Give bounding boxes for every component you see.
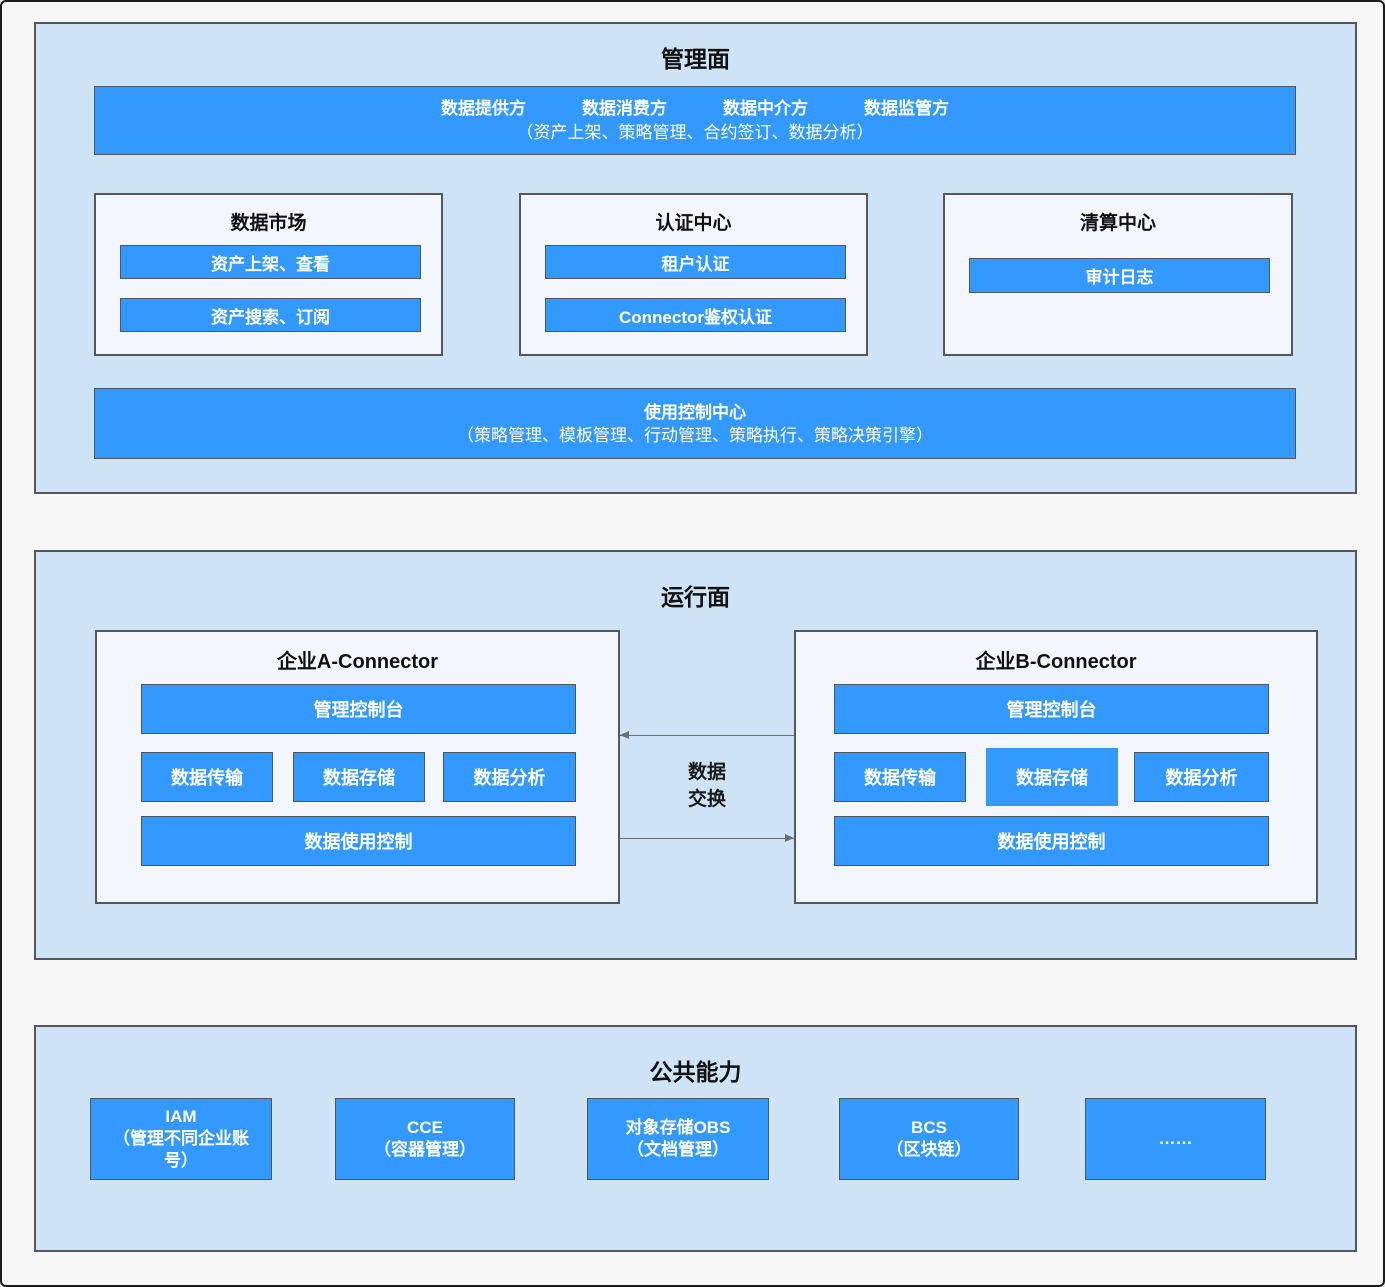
service-bcs-desc: （区块链）: [886, 1140, 972, 1159]
usage-control-center-title: 使用控制中心: [644, 402, 746, 422]
common-capabilities-title: 公共能力: [649, 1059, 742, 1085]
management-plane-title: 管理面: [661, 46, 730, 72]
connector-b-data-transfer-block: 数据传输: [834, 752, 966, 802]
connector-a-box: 企业A-Connector 管理控制台 数据传输 数据存储 数据分析 数据使用控…: [95, 630, 620, 904]
section-runtime-plane: 运行面 企业A-Connector 管理控制台 数据传输 数据存储 数据分析 数…: [34, 550, 1357, 960]
service-obs-block: 对象存储OBS （文档管理）: [587, 1098, 769, 1180]
auth-center-box: 认证中心 租户认证 Connector鉴权认证: [519, 193, 868, 356]
role-data-provider: 数据提供方: [441, 99, 526, 118]
connector-a-console-block: 管理控制台: [141, 684, 576, 734]
asset-search-subscribe-block: 资产搜索、订阅: [120, 298, 421, 332]
connector-b-data-storage-block: 数据存储: [986, 748, 1118, 806]
data-market-title: 数据市场: [230, 213, 307, 234]
section-management-plane: 管理面 数据提供方 数据消费方 数据中介方 数据监管方 （资产上架、策略管理、合…: [34, 22, 1357, 494]
usage-control-center-bar: 使用控制中心 （策略管理、模板管理、行动管理、策略执行、策略决策引擎）: [94, 388, 1296, 459]
connector-b-console-block: 管理控制台: [834, 684, 1269, 734]
connector-b-title: 企业B-Connector: [975, 651, 1137, 673]
clearing-center-title: 清算中心: [1079, 213, 1156, 234]
service-bcs-name: BCS: [911, 1118, 947, 1137]
service-obs-name: 对象存储OBS: [625, 1118, 731, 1137]
section-common-capabilities: 公共能力 IAM （管理不同企业账号） CCE （容器管理） 对象存储OBS （…: [34, 1025, 1357, 1252]
service-bcs-block: BCS （区块链）: [839, 1098, 1019, 1180]
connector-a-data-storage-block: 数据存储: [293, 752, 425, 802]
connector-b-usage-control-block: 数据使用控制: [834, 816, 1269, 866]
roles-row: 数据提供方 数据消费方 数据中介方 数据监管方: [441, 97, 949, 121]
role-data-regulator: 数据监管方: [864, 99, 949, 118]
data-market-box: 数据市场 资产上架、查看 资产搜索、订阅: [94, 193, 443, 356]
connector-a-title: 企业A-Connector: [276, 651, 439, 673]
service-cce-block: CCE （容器管理）: [335, 1098, 515, 1180]
usage-control-center-subtitle: （策略管理、模板管理、行动管理、策略执行、策略决策引擎）: [457, 425, 933, 445]
connector-auth-block: Connector鉴权认证: [545, 298, 846, 332]
connector-b-box: 企业B-Connector 管理控制台 数据传输 数据存储 数据分析 数据使用控…: [794, 630, 1318, 904]
service-iam-name: IAM: [165, 1107, 197, 1126]
service-more-block: ……: [1085, 1098, 1266, 1180]
auth-center-title: 认证中心: [655, 213, 732, 234]
service-iam-block: IAM （管理不同企业账号）: [90, 1098, 272, 1180]
clearing-center-box: 清算中心 审计日志: [943, 193, 1293, 356]
asset-listing-view-block: 资产上架、查看: [120, 245, 421, 279]
role-data-consumer: 数据消费方: [582, 99, 667, 118]
roles-bar-subtitle: （资产上架、策略管理、合约签订、数据分析）: [516, 123, 874, 142]
data-exchange-label-line1: 数据: [687, 762, 726, 783]
service-obs-desc: （文档管理）: [627, 1140, 729, 1159]
data-exchange-arrow-to-a: [620, 731, 794, 739]
data-exchange-arrow-to-b: [620, 834, 794, 842]
connector-a-usage-control-block: 数据使用控制: [141, 816, 576, 866]
tenant-auth-block: 租户认证: [545, 245, 846, 279]
service-more-name: ……: [1158, 1129, 1193, 1148]
service-iam-desc: （管理不同企业账号）: [113, 1129, 249, 1170]
roles-bar: 数据提供方 数据消费方 数据中介方 数据监管方 （资产上架、策略管理、合约签订、…: [94, 86, 1296, 155]
connector-b-data-analysis-block: 数据分析: [1134, 752, 1269, 802]
data-exchange-label: 数据 交换: [620, 759, 794, 813]
audit-log-block: 审计日志: [969, 258, 1270, 293]
runtime-plane-title: 运行面: [661, 584, 730, 610]
connector-a-data-transfer-block: 数据传输: [141, 752, 273, 802]
role-data-broker: 数据中介方: [723, 99, 808, 118]
service-cce-desc: （容器管理）: [374, 1140, 476, 1159]
service-cce-name: CCE: [407, 1118, 443, 1137]
connector-a-data-analysis-block: 数据分析: [443, 752, 576, 802]
data-exchange-label-line2: 交换: [687, 789, 726, 810]
